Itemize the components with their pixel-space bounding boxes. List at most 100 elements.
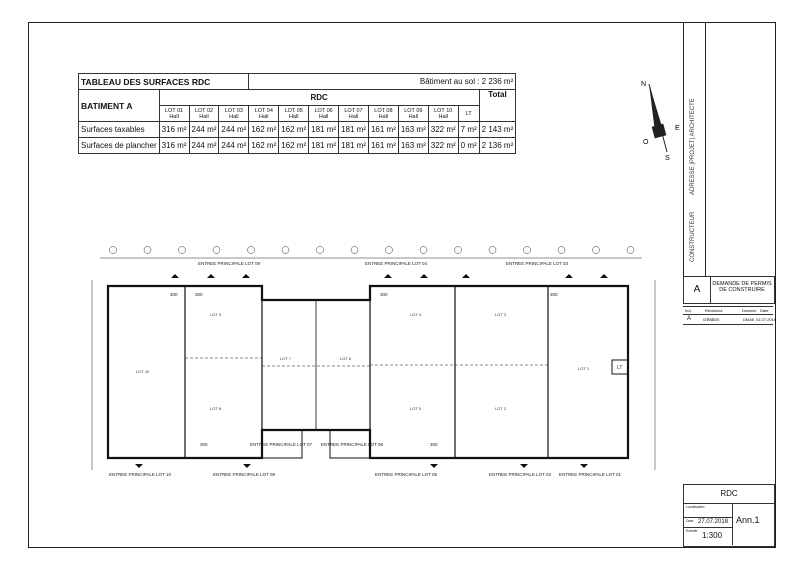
dimension-labels: 300 300 300 300 300 300	[170, 292, 558, 447]
sheet-number: Ann.1	[736, 515, 760, 525]
lot-type: Hall	[318, 113, 329, 120]
col-rev: Révisions	[705, 308, 723, 313]
lot-type: Hall	[259, 113, 269, 120]
lot-type: Hall	[288, 113, 299, 120]
rev-date: 01.07.2018	[756, 317, 777, 322]
dim-label: 300	[200, 442, 208, 447]
date-value: 27.07.2018	[698, 519, 729, 525]
lot-code: LOT 10	[434, 107, 453, 114]
entrance-lot08: ENTREE PRINCIPALE LOT 08	[213, 472, 276, 477]
room-lt: LT	[617, 365, 622, 371]
entrance-lot06: ENTREE PRINCIPALE LOT 06	[321, 442, 384, 447]
col-ind: Ind.	[685, 308, 692, 313]
room-lot10: LOT 10	[136, 369, 150, 374]
compass-o: O	[643, 139, 649, 146]
dim-label: 300	[380, 292, 388, 297]
room-lot7: LOT 7	[280, 356, 292, 361]
drawing-sheet-border	[28, 22, 776, 548]
entrance-labels-top: ENTREE PRINCIPALE LOT 09 ENTREE PRINCIPA…	[198, 261, 569, 266]
north-arrow-compass: N E O S	[641, 81, 680, 162]
axis-bubble	[109, 246, 117, 254]
room-lot5: LOT 5	[410, 406, 422, 411]
lot-type: Hall	[348, 113, 359, 120]
room-lot4: LOT 4	[410, 312, 422, 317]
col-date: Date	[760, 308, 769, 313]
date-label: Date	[686, 519, 694, 523]
axis-bubble	[419, 246, 428, 254]
lot-type: Hall	[199, 113, 209, 120]
entrance-lot02: ENTREE PRINCIPALE LOT 02	[489, 472, 552, 477]
total-header: Total	[478, 89, 517, 122]
axis-bubble	[523, 246, 531, 254]
entrance-lot01: ENTREE PRINCIPALE LOT 01	[559, 472, 622, 477]
batiment-label: BATIMENT A	[78, 89, 160, 122]
axis-bubble	[212, 246, 221, 254]
title-block: A DEMANDE DE PERMIS DE CONSTRUIRE Ind. R…	[683, 276, 777, 547]
entrance-lot10: ENTREE PRINCIPALE LOT 10	[109, 472, 172, 477]
lot-code: LOT 06	[314, 107, 333, 114]
axis-bubble	[626, 246, 635, 254]
axis-bubble	[454, 246, 462, 254]
lot-type: Hall	[408, 113, 419, 120]
demande-label: DEMANDE DE PERMIS DE CONSTRUIRE	[712, 281, 772, 293]
axis-bubble	[592, 246, 600, 254]
entrance-lot03: ENTREE PRINCIPALE LOT 03	[506, 261, 569, 266]
lot-type: Hall	[378, 113, 389, 120]
table-cell: 162 m²	[248, 137, 280, 154]
col-dessine: Dessiné	[742, 308, 757, 313]
rev-ind: A	[687, 316, 692, 322]
lot-code: LOT 02	[194, 107, 214, 114]
lot-code: LOT 01	[164, 107, 184, 114]
entrance-lot04: ENTREE PRINCIPALE LOT 04	[365, 261, 428, 266]
axis-bubbles	[109, 246, 635, 254]
scale-label: Echelle	[686, 529, 698, 533]
compass-e: E	[675, 125, 680, 132]
entrance-labels-bottom: ENTREE PRINCIPALE LOT 10 ENTREE PRINCIPA…	[109, 442, 622, 477]
entrance-lot05: ENTREE PRINCIPALE LOT 05	[375, 472, 438, 477]
lot-type: Hall	[438, 113, 448, 120]
lot-code: LOT 03	[224, 107, 243, 114]
compass-s: S	[665, 155, 670, 162]
compass-n: N	[641, 81, 646, 88]
room-lot1: LOT 1	[578, 366, 590, 371]
axis-bubble	[281, 246, 290, 254]
lot-type: Hall	[229, 113, 239, 120]
entrance-lot07: ENTREE PRINCIPALE LOT 07	[250, 442, 313, 447]
lot-code: LOT 08	[374, 107, 393, 114]
axis-bubble	[557, 246, 566, 254]
table-cell: 161 m²	[367, 137, 399, 154]
grid-axes	[91, 257, 656, 470]
rev-text: création	[703, 317, 720, 322]
side-strip-inner	[705, 22, 706, 276]
axis-bubble	[488, 246, 497, 254]
level-label: RDC	[720, 489, 738, 498]
dim-label: 300	[170, 292, 178, 297]
lot-code: LT	[465, 110, 472, 117]
building-walls	[106, 284, 630, 460]
table-cell: 181 m²	[338, 137, 369, 154]
room-lot8: LOT 8	[210, 406, 222, 411]
lot-code: LOT 09	[404, 107, 423, 114]
axis-bubble	[178, 246, 186, 254]
index-letter: A	[684, 277, 711, 303]
axis-bubble	[316, 246, 324, 254]
axis-bubble	[350, 246, 359, 254]
table-cell: 244 m²	[188, 137, 220, 154]
loc-label: Localisation	[686, 505, 705, 509]
room-lot3: LOT 3	[495, 312, 507, 317]
lot-code: LOT 05	[284, 107, 303, 114]
axis-bubble	[247, 246, 255, 254]
axis-bubble	[385, 246, 393, 254]
entrance-lot09: ENTREE PRINCIPALE LOT 09	[198, 261, 261, 266]
dim-label: 300	[430, 442, 438, 447]
table-cell: 316 m²	[158, 137, 190, 154]
room-labels: LOT 10 LOT 9 LOT 8 LOT 7 LOT 6 LOT 5 LOT…	[136, 312, 622, 411]
room-lot6: LOT 6	[340, 356, 352, 361]
axis-bubble	[143, 246, 152, 254]
dim-label: 300	[195, 292, 203, 297]
room-lot9: LOT 9	[210, 312, 222, 317]
lot-code: LOT 04	[254, 107, 273, 114]
compass-needle	[649, 84, 663, 132]
